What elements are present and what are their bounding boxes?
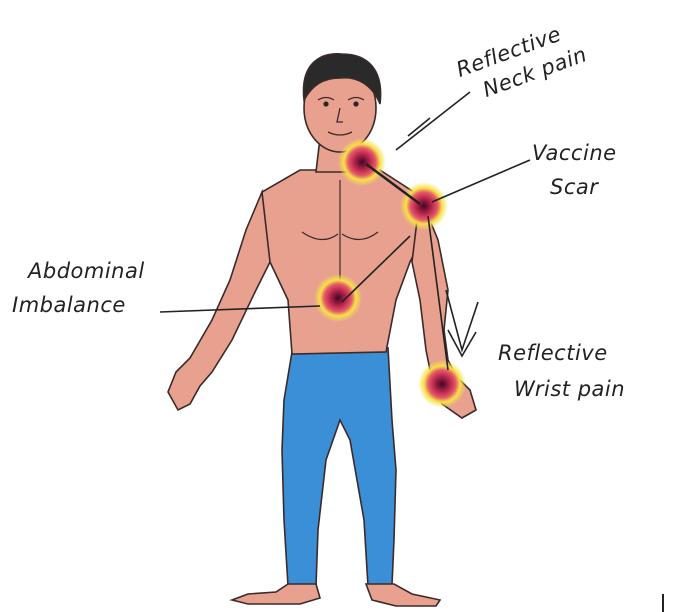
hotspot-wrist bbox=[418, 360, 466, 408]
abdominal-line2: Imbalance bbox=[12, 293, 126, 317]
wrist-pain-line1: Reflective bbox=[498, 341, 608, 365]
label-abdominal: Abdominal Imbalance bbox=[12, 259, 145, 317]
vaccine-scar-line1: Vaccine bbox=[532, 141, 617, 165]
neck-pain-tick bbox=[408, 118, 430, 136]
pants bbox=[282, 348, 396, 586]
hotspot-neck bbox=[338, 138, 386, 186]
edge-mark bbox=[662, 594, 664, 612]
wrist-pain-line2: Wrist pain bbox=[514, 377, 625, 401]
hotspot-shoulder bbox=[400, 182, 448, 230]
vaccine-scar-line2: Scar bbox=[550, 175, 599, 199]
label-neck-pain: Reflective Neck pain bbox=[453, 16, 590, 108]
left-foot bbox=[232, 584, 320, 604]
abdominal-line1: Abdominal bbox=[26, 259, 145, 283]
right-foot bbox=[366, 584, 440, 606]
neck-pain-pointer bbox=[396, 92, 470, 150]
left-arm bbox=[168, 192, 270, 410]
wrist-arrow bbox=[446, 290, 478, 350]
label-vaccine-scar: Vaccine Scar bbox=[532, 141, 617, 199]
label-wrist-pain: Reflective Wrist pain bbox=[498, 341, 625, 401]
hotspot-abdomen bbox=[314, 274, 362, 322]
vaccine-scar-pointer bbox=[432, 160, 530, 202]
human-figure bbox=[168, 54, 476, 606]
